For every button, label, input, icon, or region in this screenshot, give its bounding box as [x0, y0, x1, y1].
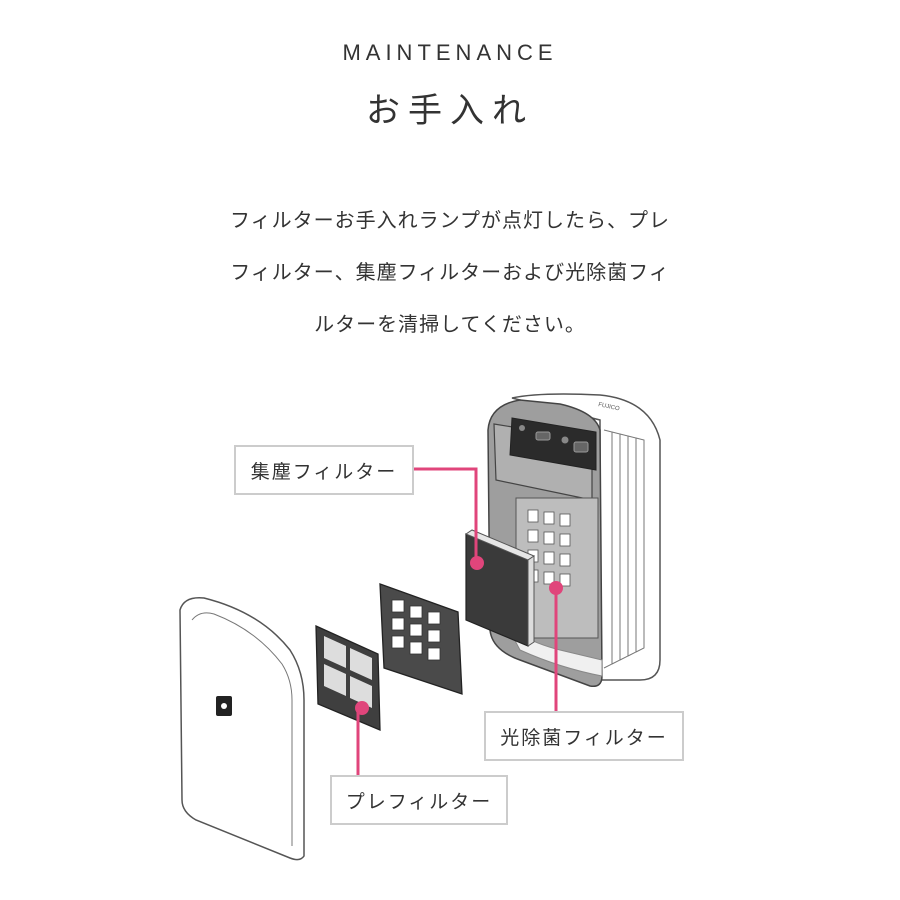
page-title: お手入れ	[366, 91, 534, 131]
purifier-body: FUJICO	[487, 393, 661, 688]
middle-filter-illustration	[379, 583, 463, 695]
pre-filter-label: プレフィルター	[330, 775, 508, 825]
description-line: ルターを清掃してください。	[314, 312, 586, 336]
front-cover-illustration	[179, 597, 305, 861]
callout-markers	[355, 556, 563, 715]
description-line: フィルター、集塵フィルターおよび光除菌フィ	[230, 260, 670, 284]
dust-filter-label: 集塵フィルター	[234, 445, 414, 495]
brand-logo: FUJICO	[598, 402, 621, 412]
eyebrow-label: MAINTENANCE	[342, 40, 558, 65]
description-text: フィルターお手入れランプが点灯したら、プレ フィルター、集塵フィルターおよび光除…	[150, 194, 750, 350]
description-line: フィルターお手入れランプが点灯したら、プレ	[230, 208, 670, 232]
photocatalyst-filter-label: 光除菌フィルター	[484, 711, 684, 761]
pre-filter-illustration	[315, 624, 381, 731]
callout-leaders	[356, 467, 558, 775]
